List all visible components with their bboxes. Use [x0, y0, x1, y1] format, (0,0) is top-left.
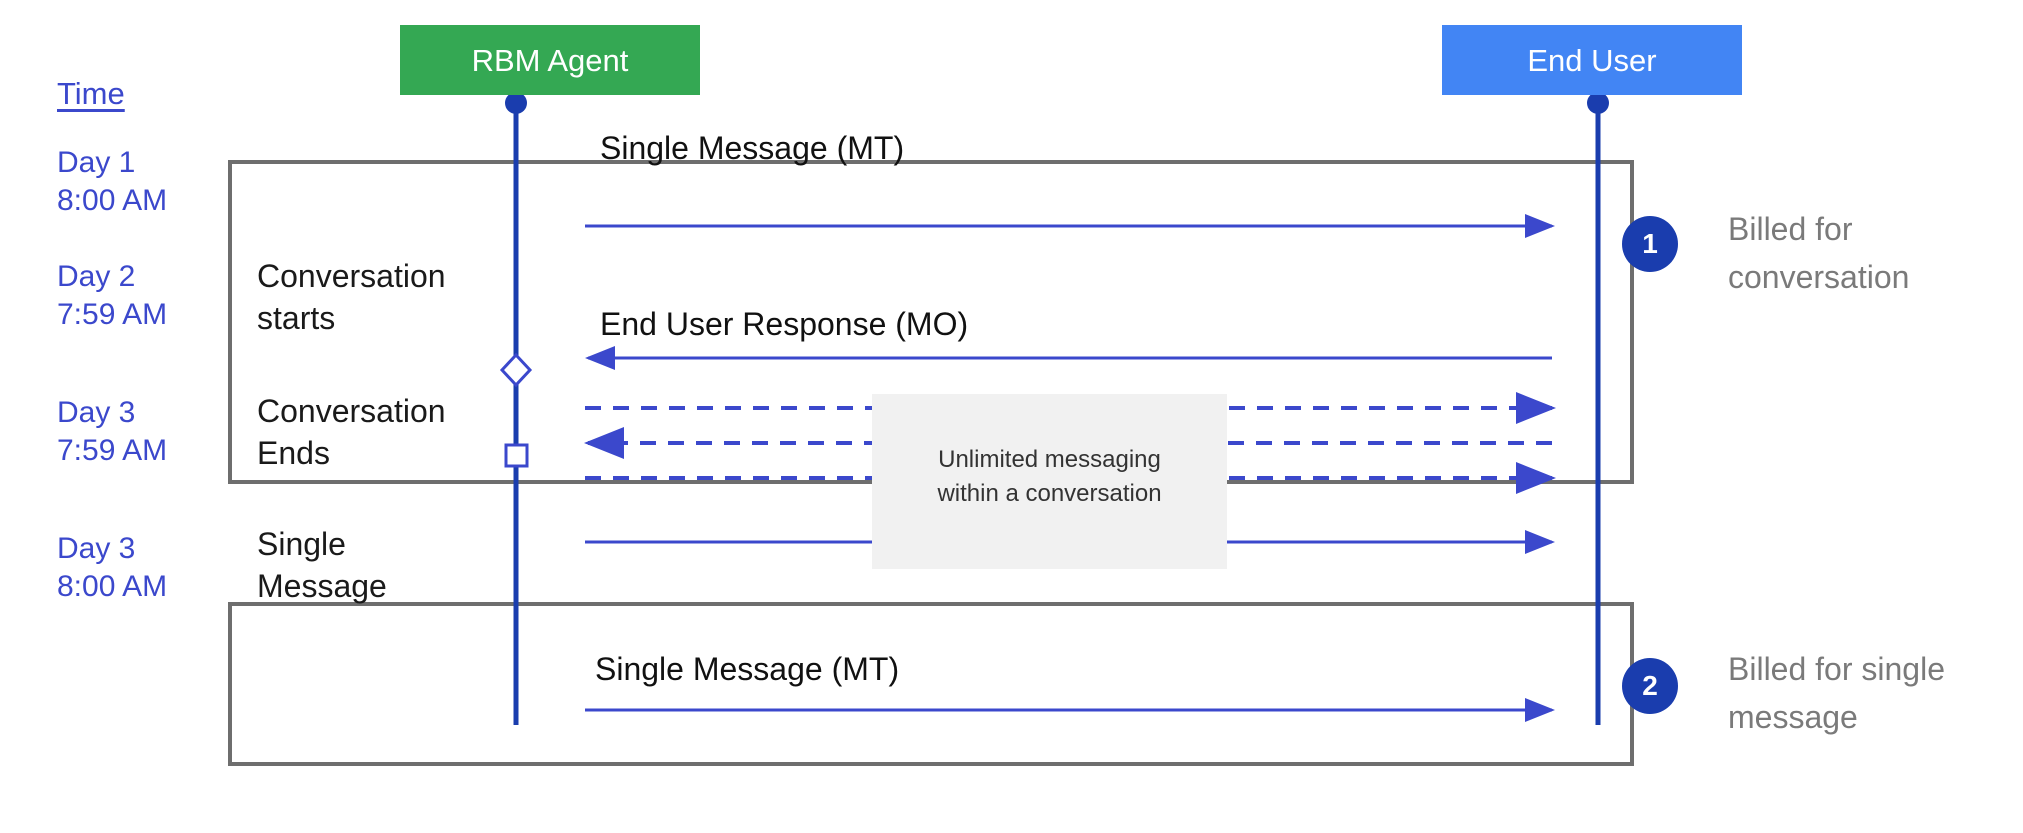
message-label-mt-2: Single Message (MT) [595, 651, 900, 687]
stage-label-conversation-ends: Conversation Ends [257, 393, 446, 471]
billing-badge-2[interactable]: 2 [1622, 658, 1678, 714]
unlimited-messaging-note-box [872, 394, 1227, 569]
timestamp-day2-759am: Day 2 7:59 AM [57, 260, 168, 331]
billing-badge-2-number: 2 [1642, 670, 1658, 701]
message-label-mt-1: Single Message (MT) [600, 130, 905, 166]
single-message-frame [228, 602, 1634, 766]
time-axis-header: Time [57, 76, 125, 111]
conversation-end-square-marker [504, 443, 529, 468]
billing-badge-1[interactable]: 1 [1622, 216, 1678, 272]
timestamp-day1-800am: Day 1 8:00 AM [57, 146, 168, 217]
actor-rbm-agent-label: RBM Agent [471, 42, 629, 78]
message-label-mo-1: End User Response (MO) [600, 306, 969, 342]
billing-badge-1-number: 1 [1642, 228, 1658, 259]
timestamp-day3-800am: Day 3 8:00 AM [57, 532, 168, 603]
conversation-start-diamond-marker [499, 352, 533, 388]
actor-end-user-label: End User [1527, 42, 1657, 78]
actor-rbm-agent[interactable]: RBM Agent [400, 25, 700, 95]
stage-label-single-message: Single Message [257, 526, 387, 604]
billing-note-1: Billed for conversation [1728, 211, 1910, 295]
billing-note-2: Billed for single message [1728, 651, 1945, 735]
stage-label-conversation-starts: Conversation starts [257, 258, 446, 336]
actor-end-user[interactable]: End User [1442, 25, 1742, 95]
timestamp-day3-759am: Day 3 7:59 AM [57, 396, 168, 467]
unlimited-messaging-note-text: Unlimited messaging within a conversatio… [937, 446, 1162, 507]
